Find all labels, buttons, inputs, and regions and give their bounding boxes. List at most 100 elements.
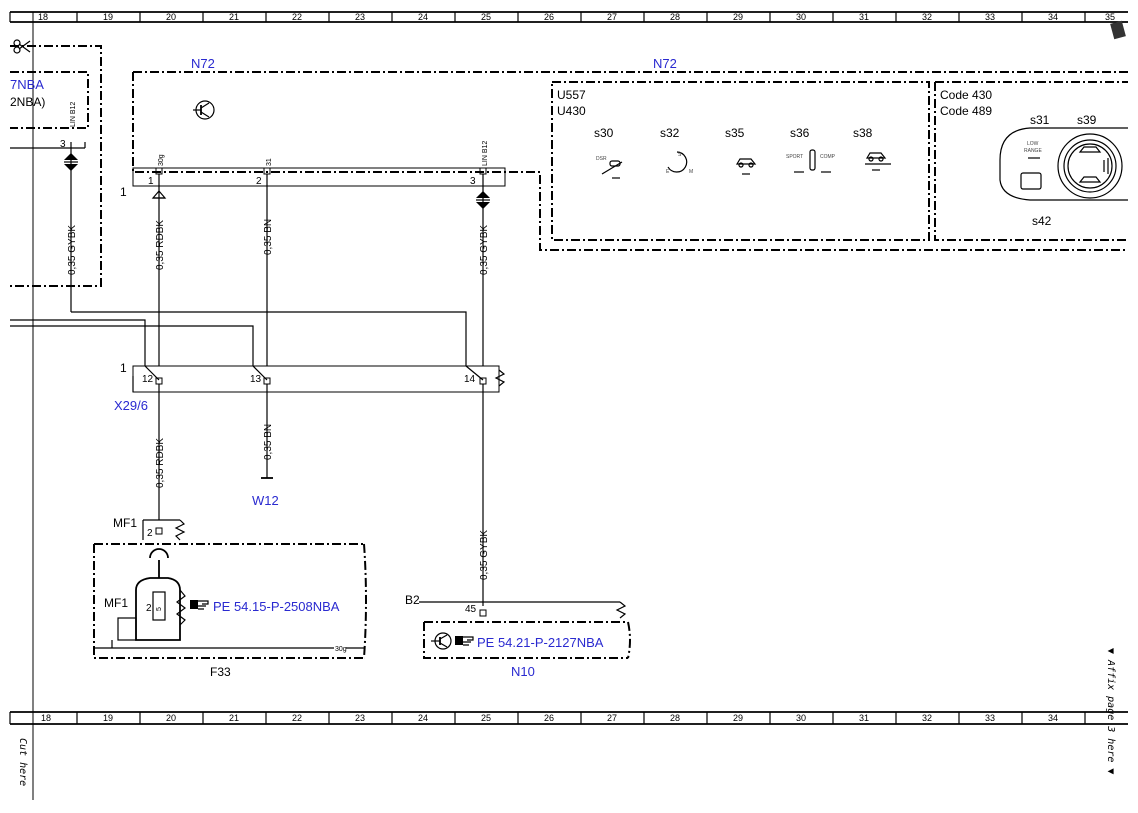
comp-label: COMP: [820, 154, 836, 160]
switch-s39-label: s39: [1077, 113, 1097, 127]
grid-col-bottom: 24: [418, 713, 428, 723]
switch-s31-label: s31: [1030, 113, 1050, 127]
pin-30g-label: 30g: [158, 154, 165, 166]
pin-3-left: 3: [60, 139, 66, 150]
grid-col-top: 26: [544, 12, 554, 22]
grid-col-top: 32: [922, 12, 932, 22]
grid-col-top: 31: [859, 12, 869, 22]
low-range-button[interactable]: [1020, 172, 1042, 190]
pin-3-label: 3: [470, 176, 476, 187]
top-grid-ruler: 18 19 20 21 22 23 24 25 26 27 28 29 30 3…: [9, 11, 1128, 23]
grid-col-bottom: 18: [41, 713, 51, 723]
u430-label: U430: [557, 104, 586, 118]
reference-hand-icon-2: [455, 636, 474, 646]
pin-linb12-left: LIN B12: [70, 102, 77, 127]
grid-col-bottom: 28: [670, 713, 680, 723]
grid-col-bottom: 32: [922, 713, 932, 723]
grid-col-bottom: 23: [355, 713, 365, 723]
car-switch-icon[interactable]: [735, 158, 757, 175]
wire-label-left-gybk: 0,35 GYBK: [67, 225, 78, 275]
connector-diamond-left: [64, 153, 78, 171]
code430-box: [934, 81, 1128, 241]
grid-col-top: 19: [103, 12, 113, 22]
connector-1-x29-label: 1: [120, 361, 127, 375]
dsr-label: DSR: [596, 156, 607, 162]
pin-linb12-label: LIN B12: [482, 141, 489, 166]
grid-col-top: 34: [1048, 12, 1058, 22]
pin-30g-f33-label: 30g: [335, 646, 347, 653]
n10-label: N10: [511, 664, 535, 679]
grid-col-bottom: 34: [1048, 713, 1058, 723]
w12-label: W12: [252, 493, 279, 508]
wire-label-rdbk-top: 0,35 RDBK: [155, 220, 166, 270]
grid-col-bottom: 20: [166, 713, 176, 723]
wire-label-bn-top: 0,35 BN: [263, 219, 274, 255]
scissors-icon: [13, 39, 31, 54]
page-corner-icon: [1110, 20, 1126, 40]
pin-13-label: 13: [250, 374, 262, 385]
s-letter: S: [678, 152, 682, 158]
grid-col-top: 28: [670, 12, 680, 22]
code489-label: Code 489: [940, 104, 992, 118]
grid-col-bottom: 29: [733, 713, 743, 723]
grid-col-bottom: 33: [985, 713, 995, 723]
pin-1-label: 1: [148, 176, 154, 187]
b2-label: B2: [405, 593, 420, 607]
sport-comfort-switch-icon[interactable]: SPORT COMP: [786, 149, 836, 173]
connector-diamond-right: [476, 191, 490, 209]
offroad-car-switch-icon[interactable]: [865, 152, 891, 171]
fuse-holder-icon: 5 2: [111, 548, 186, 648]
u557-switch-box: [551, 81, 930, 241]
grid-col-bottom: 27: [607, 713, 617, 723]
n72-module-box: [132, 71, 1128, 251]
wire-label-rdbk-bottom: 0,35 RDBK: [155, 438, 166, 488]
x29-6-connector: [132, 365, 500, 393]
pin-2-label: 2: [256, 176, 262, 187]
transistor-n10-icon: [431, 632, 452, 650]
n72-right-label: N72: [653, 56, 677, 71]
mf1-mid-label: MF1: [104, 596, 128, 610]
n72-left-label: N72: [191, 56, 215, 71]
pin-12-label: 12: [142, 374, 154, 385]
left-component-box: [10, 45, 102, 287]
grid-col-bottom: 30: [796, 713, 806, 723]
low-label: LOW: [1027, 141, 1039, 147]
switch-s35-label: s35: [725, 126, 745, 140]
grid-col-top: 18: [38, 12, 48, 22]
grid-col-top: 27: [607, 12, 617, 22]
switch-s32-label: s32: [660, 126, 680, 140]
fuse-inner-label: 5: [156, 607, 163, 611]
wire-horizontal-upper: [10, 319, 146, 366]
mode-sem-switch-icon[interactable]: S E M: [666, 151, 693, 175]
grid-col-top: 30: [796, 12, 806, 22]
grid-col-top: 21: [229, 12, 239, 22]
dsr-switch-icon[interactable]: DSR: [596, 156, 623, 179]
pin-2-mf1-label: 2: [147, 528, 153, 539]
bottom-grid-ruler: 18 19 20 21 22 23 24 25 26 27 28 29 30 3…: [9, 711, 1128, 725]
grid-col-top: 29: [733, 12, 743, 22]
switch-s38-label: s38: [853, 126, 873, 140]
grid-col-bottom: 26: [544, 713, 554, 723]
wire-label-gybk-bottom: 0,35 GYBK: [479, 530, 490, 580]
n72-connector: [132, 167, 506, 187]
mf1-top-label: MF1: [113, 516, 137, 530]
ref-pe-54-15-link[interactable]: PE 54.15-P-2508NBA: [213, 599, 340, 614]
code430-label: Code 430: [940, 88, 992, 102]
switch-s30-label: s30: [594, 126, 614, 140]
grid-col-top: 33: [985, 12, 995, 22]
ref-pe-54-21-link[interactable]: PE 54.21-P-2127NBA: [477, 635, 604, 650]
x29-6-label: X29/6: [114, 398, 148, 413]
switch-s36-label: s36: [790, 126, 810, 140]
grid-col-bottom: 31: [859, 713, 869, 723]
rotary-control-panel[interactable]: LOW RANGE: [999, 127, 1128, 201]
grid-col-top: 24: [418, 12, 428, 22]
connector-1-label: 1: [120, 185, 127, 199]
wire-horizontal-lower: [10, 325, 254, 366]
nba-bottom-label: 2NBA): [10, 95, 45, 109]
wire-label-gybk-top: 0,35 GYBK: [479, 225, 490, 275]
grid-col-bottom: 19: [103, 713, 113, 723]
sport-label: SPORT: [786, 154, 803, 160]
grid-col-top: 20: [166, 12, 176, 22]
wire-label-bn-bottom: 0,35 BN: [263, 424, 274, 460]
pin-14-label: 14: [464, 374, 476, 385]
